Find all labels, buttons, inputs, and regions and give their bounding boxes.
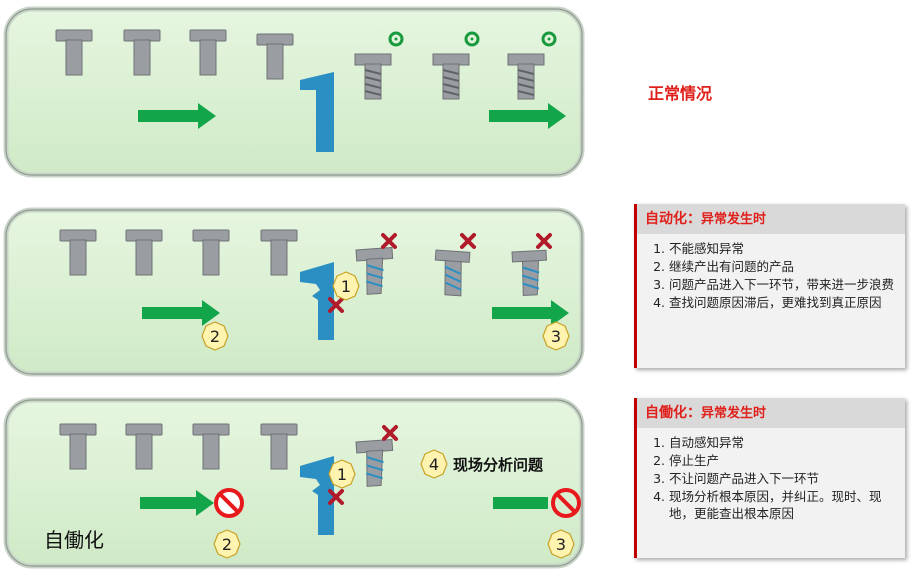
list-item: 不能感知异常 <box>669 240 905 257</box>
flow-arrow-icon <box>493 497 548 509</box>
flow-arrows-automation <box>142 300 569 326</box>
badge-number: 2 <box>222 535 232 554</box>
flow-arrow-icon <box>489 103 566 129</box>
badge-number: 2 <box>210 327 220 346</box>
field-analysis-label: 现场分析问题 <box>453 456 544 474</box>
list-item: 继续产出有问题的产品 <box>669 258 905 275</box>
automation-info-header: 自动化：异常发生时 <box>637 204 905 234</box>
list-item: 问题产品进入下一环节，带来进一步浪费 <box>669 276 905 293</box>
badge-number: 4 <box>429 455 439 474</box>
jidoka-info-box: 自働化：异常发生时 自动感知异常 停止生产 不让问题产品进入下一环节 现场分析根… <box>634 398 905 558</box>
automation-info-box: 自动化：异常发生时 不能感知异常 继续产出有问题的产品 问题产品进入下一环节，带… <box>634 204 905 368</box>
list-item: 查找问题原因滞后，更难找到真正原因 <box>669 294 905 311</box>
machine-broken-automation <box>300 262 334 340</box>
badge-hexagon <box>420 449 448 479</box>
flow-arrow-icon <box>492 300 569 326</box>
ok-ring-icon <box>541 31 557 47</box>
badge-number: 3 <box>556 535 566 554</box>
machine-normal <box>300 72 334 152</box>
automation-title-sep: ： <box>687 211 701 227</box>
defective-screw-jidoka <box>355 438 394 487</box>
machine-broken-jidoka <box>300 456 334 535</box>
automation-title: 自动化 <box>645 211 687 227</box>
badge-hexagon <box>213 529 241 559</box>
flow-arrows-jidoka <box>140 490 548 516</box>
badge-hexagon <box>542 321 570 351</box>
list-item: 现场分析根本原因，并纠正。现时、现地，更能查出根本原因 <box>669 488 905 522</box>
automation-list: 不能感知异常 继续产出有问题的产品 问题产品进入下一环节，带来进一步浪费 查找问… <box>637 240 905 311</box>
ok-ring-icon <box>388 31 404 47</box>
jidoka-info-header: 自働化：异常发生时 <box>637 398 905 428</box>
badge-number: 1 <box>341 277 351 296</box>
stop-sign-icon <box>551 488 581 518</box>
flow-arrow-icon <box>138 103 216 129</box>
badge-hexagon <box>201 321 229 351</box>
automation-subtitle: 异常发生时 <box>701 212 767 227</box>
badges-jidoka: 1 2 3 4 <box>213 449 575 559</box>
jidoka-panel-label: 自働化 <box>44 528 104 552</box>
badge-number: 3 <box>551 327 561 346</box>
stop-signs <box>214 488 581 518</box>
list-item: 不让问题产品进入下一环节 <box>669 470 905 487</box>
badges-automation: 1 2 3 <box>201 271 570 351</box>
badge-number: 1 <box>337 465 347 484</box>
list-item: 自动感知异常 <box>669 434 905 451</box>
jidoka-title: 自働化 <box>645 405 687 421</box>
defective-screws-automation <box>355 246 548 297</box>
list-item: 停止生产 <box>669 452 905 469</box>
badge-hexagon <box>332 271 360 301</box>
jidoka-title-sep: ： <box>687 405 701 421</box>
flow-arrows-normal <box>138 103 566 129</box>
ok-marks <box>388 31 557 47</box>
badge-hexagon <box>547 529 575 559</box>
jidoka-subtitle: 异常发生时 <box>701 406 767 421</box>
threaded-screws-normal <box>354 53 545 100</box>
normal-case-label: 正常情况 <box>648 84 713 103</box>
jidoka-list: 自动感知异常 停止生产 不让问题产品进入下一环节 现场分析根本原因，并纠正。现时… <box>637 434 905 522</box>
flow-arrow-icon <box>142 300 220 326</box>
ok-ring-icon <box>464 31 480 47</box>
flow-arrow-icon <box>140 490 214 516</box>
badge-hexagon <box>328 459 356 489</box>
